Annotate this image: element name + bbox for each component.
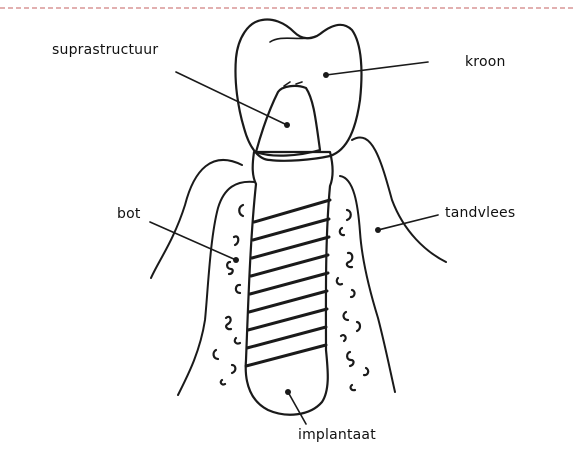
leader-bot	[150, 222, 239, 263]
implant-body	[246, 152, 333, 415]
label-kroon: kroon	[465, 54, 506, 70]
leader-suprastructuur	[176, 72, 290, 128]
suprastructure-abutment	[256, 82, 320, 156]
leader-kroon	[323, 62, 428, 78]
bone-marrow-speckles	[214, 205, 369, 390]
label-suprastructuur: suprastructuur	[52, 42, 158, 58]
label-implantaat: implantaat	[298, 427, 376, 443]
leader-implantaat	[285, 389, 306, 424]
crown	[235, 20, 361, 161]
label-bot: bot	[117, 206, 141, 222]
implant-thread	[246, 200, 330, 366]
leader-tandvlees	[375, 215, 438, 233]
label-tandvlees: tandvlees	[445, 205, 515, 221]
leader-lines	[150, 62, 438, 424]
